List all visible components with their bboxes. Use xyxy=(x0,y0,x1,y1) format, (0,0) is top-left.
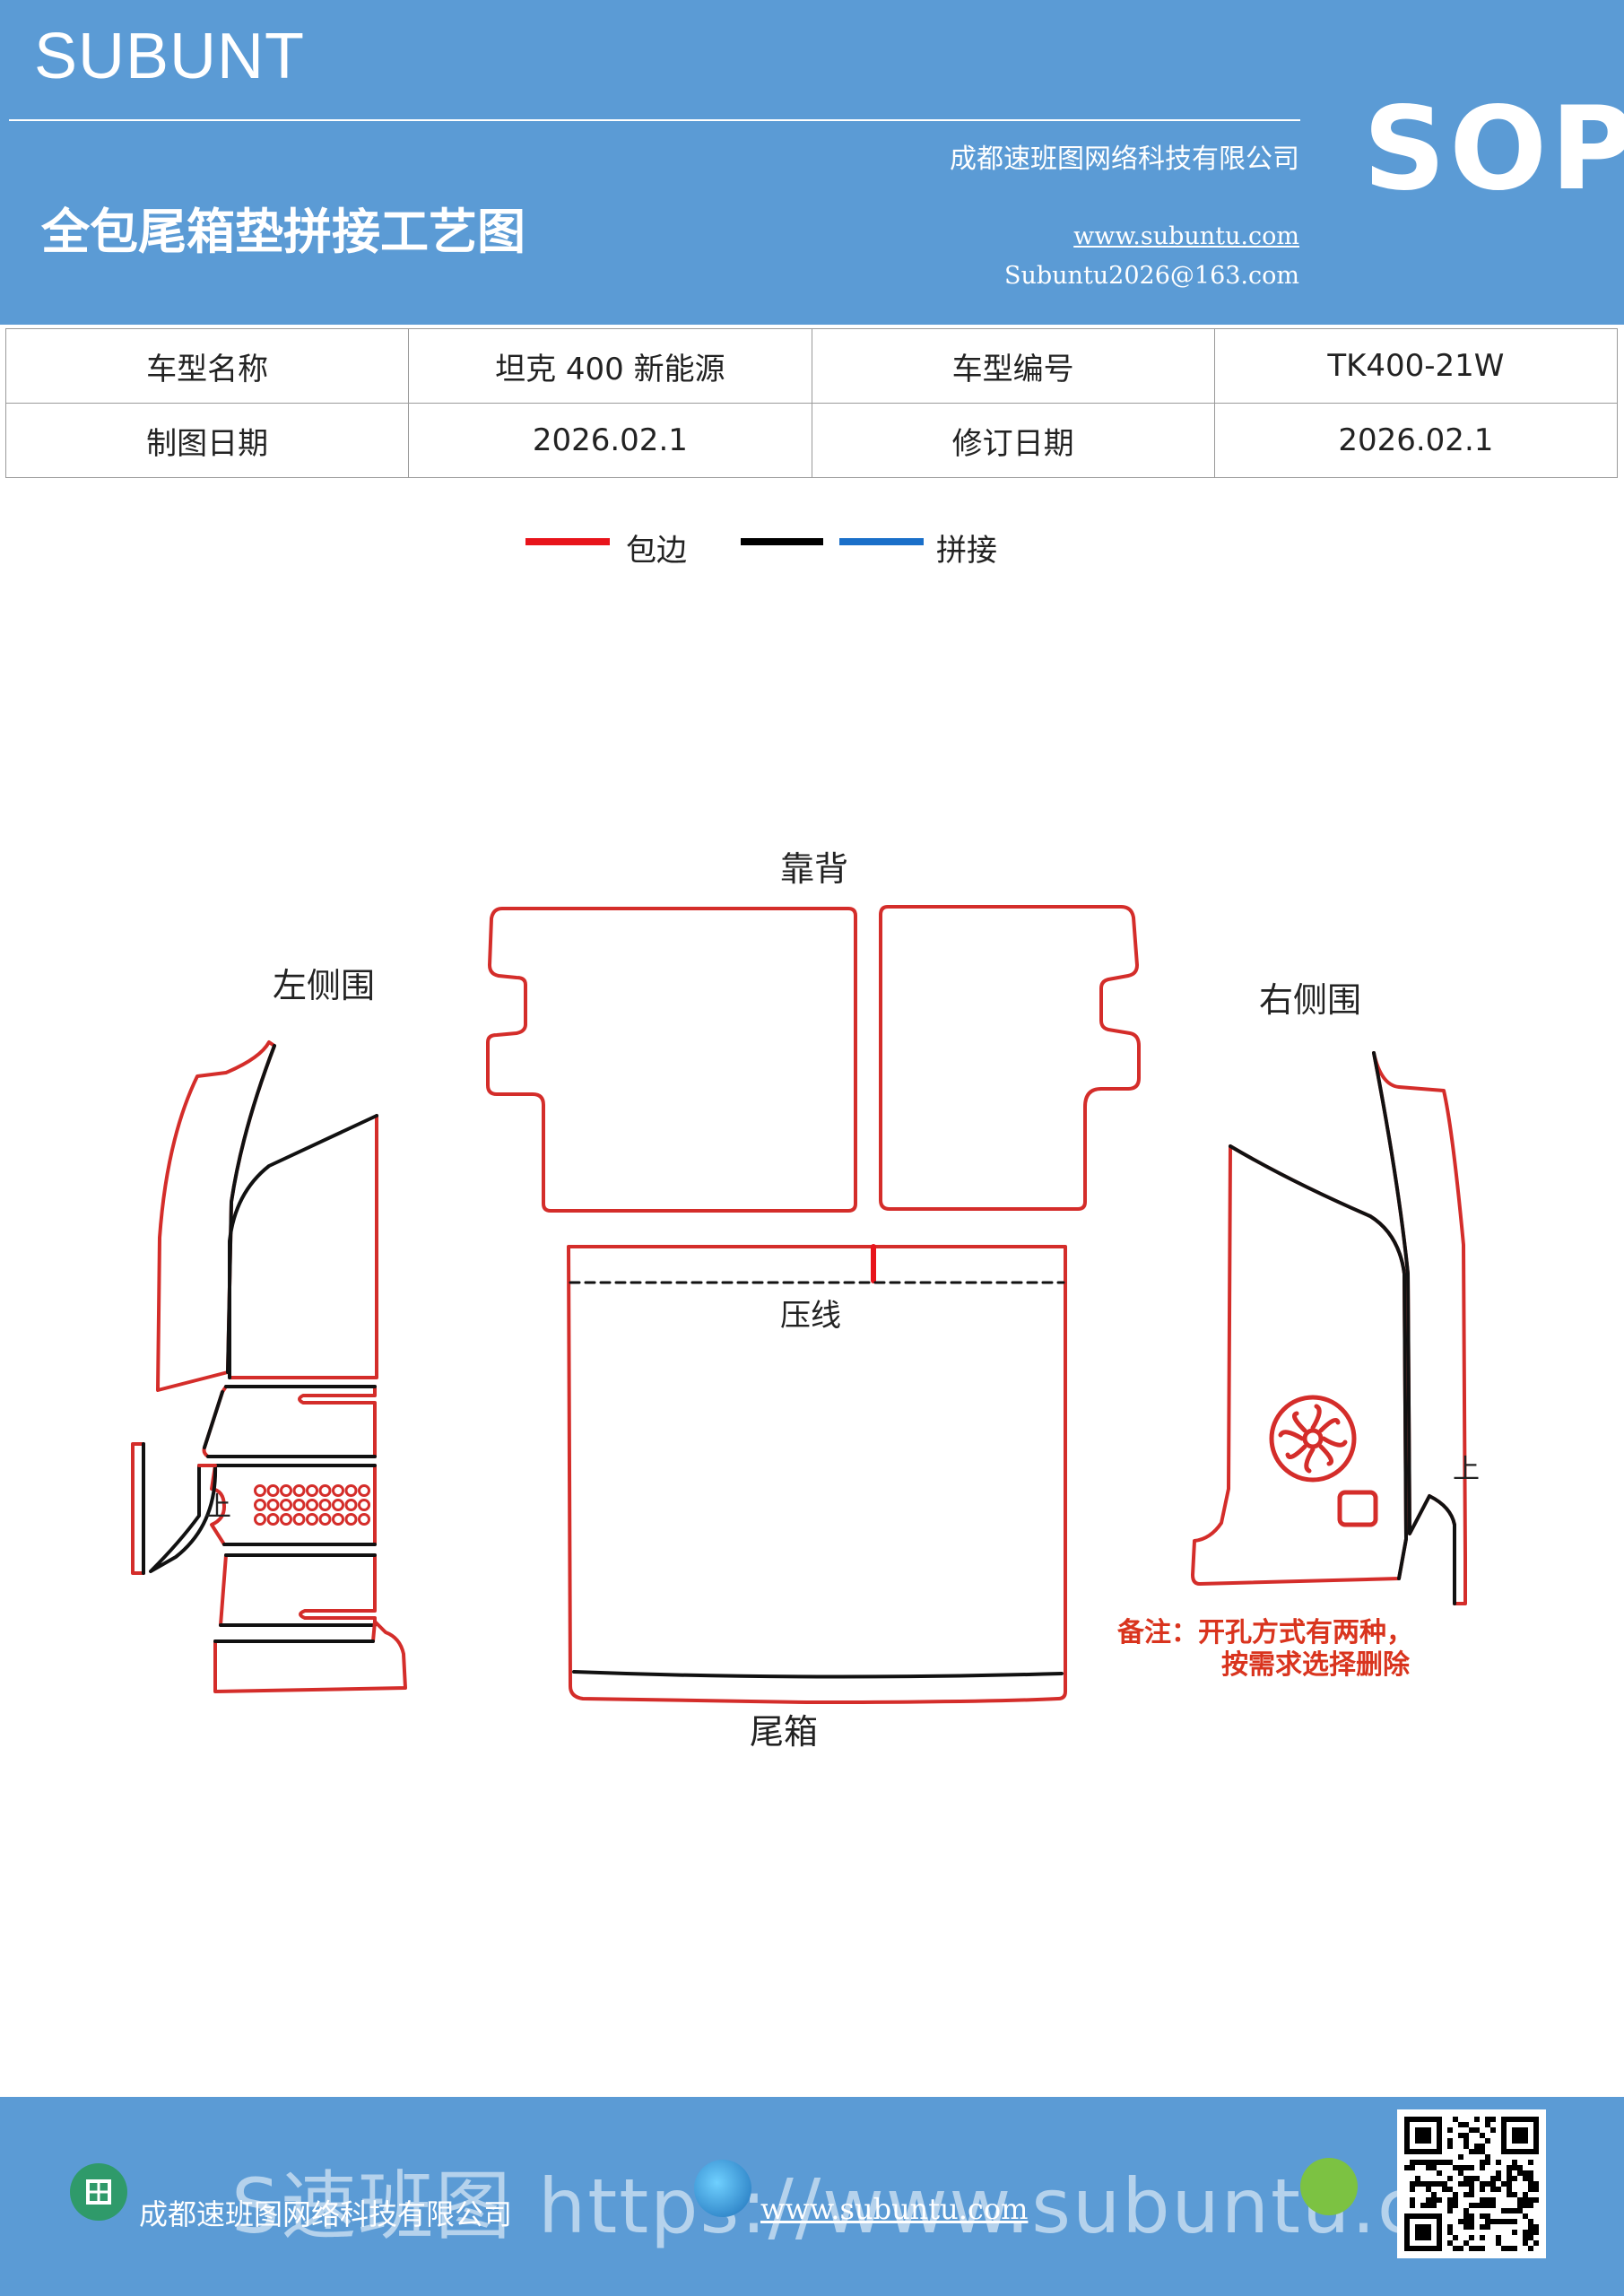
left-side-inner-panel xyxy=(228,1114,378,1379)
table-cell-label: 修订日期 xyxy=(811,403,1215,478)
backrest-right-panel xyxy=(879,905,1141,1211)
sop-mark: SOP xyxy=(1363,83,1624,216)
cutting-diagram: 上 上 靠背 左侧围 右侧围 压线 尾箱 备注：开孔方式有两种， 按需求选择删除 xyxy=(131,849,1480,1752)
vent-hole xyxy=(358,1499,370,1511)
vent-hole xyxy=(266,1513,280,1526)
right-side-outer-seam xyxy=(1372,1051,1456,1605)
vehicle-info-table: 车型名称 坦克 400 新能源 车型编号 TK400-21W 制图日期 2026… xyxy=(4,328,1619,478)
vent-hole xyxy=(306,1484,318,1497)
table-row: 车型名称 坦克 400 新能源 车型编号 TK400-21W xyxy=(4,328,1619,404)
vent-hole xyxy=(344,1499,358,1511)
vent-hole xyxy=(358,1513,370,1526)
qr-code xyxy=(1397,2109,1546,2258)
legend-edging-swatch xyxy=(525,538,610,545)
table-cell-value: 2026.02.1 xyxy=(1213,403,1619,478)
table-cell-label: 车型编号 xyxy=(811,328,1215,404)
vent-hole xyxy=(318,1484,332,1497)
press-line-label: 压线 xyxy=(780,1298,841,1334)
vent-hole xyxy=(332,1513,344,1526)
vent-hole xyxy=(292,1484,306,1497)
legend-edging-label: 包边 xyxy=(626,533,687,569)
vent-hole xyxy=(306,1499,318,1511)
note-line-1: 备注：开孔方式有两种， xyxy=(1117,1617,1413,1648)
left-side-inner-seam xyxy=(228,1114,378,1379)
left-bottom-strip xyxy=(213,1620,407,1693)
vent-hole xyxy=(292,1499,306,1511)
legend-splice-swatch-black xyxy=(741,538,823,545)
right-side-label: 右侧围 xyxy=(1259,980,1361,1020)
up-mark-right: 上 xyxy=(1453,1454,1480,1485)
vent-hole xyxy=(266,1484,280,1497)
vent-hole xyxy=(318,1499,332,1511)
brand-logo: SUBUNT xyxy=(34,21,306,92)
backrest-label: 靠背 xyxy=(780,849,848,889)
vent-hole xyxy=(280,1484,292,1497)
vent-hole xyxy=(318,1513,332,1526)
vent-hole xyxy=(306,1513,318,1526)
vent-hole xyxy=(292,1513,306,1526)
company-icon xyxy=(70,2163,127,2221)
vent-hole xyxy=(280,1499,292,1511)
vent-grid-icon xyxy=(254,1484,370,1526)
legend-splice-label: 拼接 xyxy=(936,533,997,569)
footer-company-name: 成都速班图网络科技有限公司 xyxy=(139,2197,513,2231)
legend: 包边 拼接 xyxy=(0,520,1624,574)
footer-website-link[interactable]: www.subuntu.com xyxy=(760,2192,1029,2226)
table-cell-value: 坦克 400 新能源 xyxy=(408,328,812,404)
header-divider xyxy=(9,119,1300,121)
trunk-label: 尾箱 xyxy=(750,1712,818,1752)
vent-hole xyxy=(254,1499,266,1511)
trunk-bottom-seam xyxy=(572,1670,1064,1679)
vent-hole xyxy=(332,1484,344,1497)
footer-banner: S速班图 https://www.subuntu.com 成都速班图网络科技有限… xyxy=(0,2097,1624,2296)
vent-fan-icon xyxy=(1269,1395,1357,1483)
vent-hole xyxy=(344,1513,358,1526)
left-strip-2 xyxy=(219,1553,377,1627)
vent-hole xyxy=(332,1499,344,1511)
company-name: 成都速班图网络科技有限公司 xyxy=(950,144,1299,175)
legend-splice-swatch-blue xyxy=(839,538,924,545)
right-side-main-seam xyxy=(1229,1144,1408,1580)
left-side-seam xyxy=(226,1044,276,1374)
header-banner: SUBUNT SOP 成都速班图网络科技有限公司 全包尾箱垫拼接工艺图 www.… xyxy=(0,0,1624,325)
trunk-panel-outline xyxy=(567,1245,1067,1704)
vent-hole xyxy=(358,1484,370,1497)
left-strip-1-seam xyxy=(203,1385,377,1458)
vent-hole xyxy=(254,1513,266,1526)
vent-hole xyxy=(280,1513,292,1526)
left-strip-1 xyxy=(202,1385,377,1458)
left-curved-strip xyxy=(149,1464,218,1573)
left-vent-seam xyxy=(213,1464,377,1546)
website-link[interactable]: www.subuntu.com xyxy=(1073,222,1299,250)
table-row: 制图日期 2026.02.1 修订日期 2026.02.1 xyxy=(4,403,1619,478)
left-strip-2-seam xyxy=(219,1553,377,1627)
table-cell-value: 2026.02.1 xyxy=(408,403,812,478)
vent-hole xyxy=(254,1484,266,1497)
page-title: 全包尾箱垫拼接工艺图 xyxy=(41,203,525,260)
vent-hole xyxy=(344,1484,358,1497)
note-line-2: 按需求选择删除 xyxy=(1221,1649,1411,1681)
up-mark-left: 上 xyxy=(204,1492,231,1523)
globe-icon xyxy=(694,2160,751,2217)
vent-hole xyxy=(266,1499,280,1511)
wechat-icon xyxy=(1300,2158,1358,2215)
left-side-label: 左侧围 xyxy=(273,966,375,1005)
left-vent-panel xyxy=(210,1464,377,1546)
socket-icon xyxy=(1337,1490,1378,1527)
table-cell-value: TK400-21W xyxy=(1213,328,1619,404)
backrest-left-panel xyxy=(486,907,857,1213)
table-cell-label: 制图日期 xyxy=(4,403,410,478)
contact-email[interactable]: Subuntu2026@163.com xyxy=(1004,262,1299,290)
table-cell-label: 车型名称 xyxy=(4,328,410,404)
